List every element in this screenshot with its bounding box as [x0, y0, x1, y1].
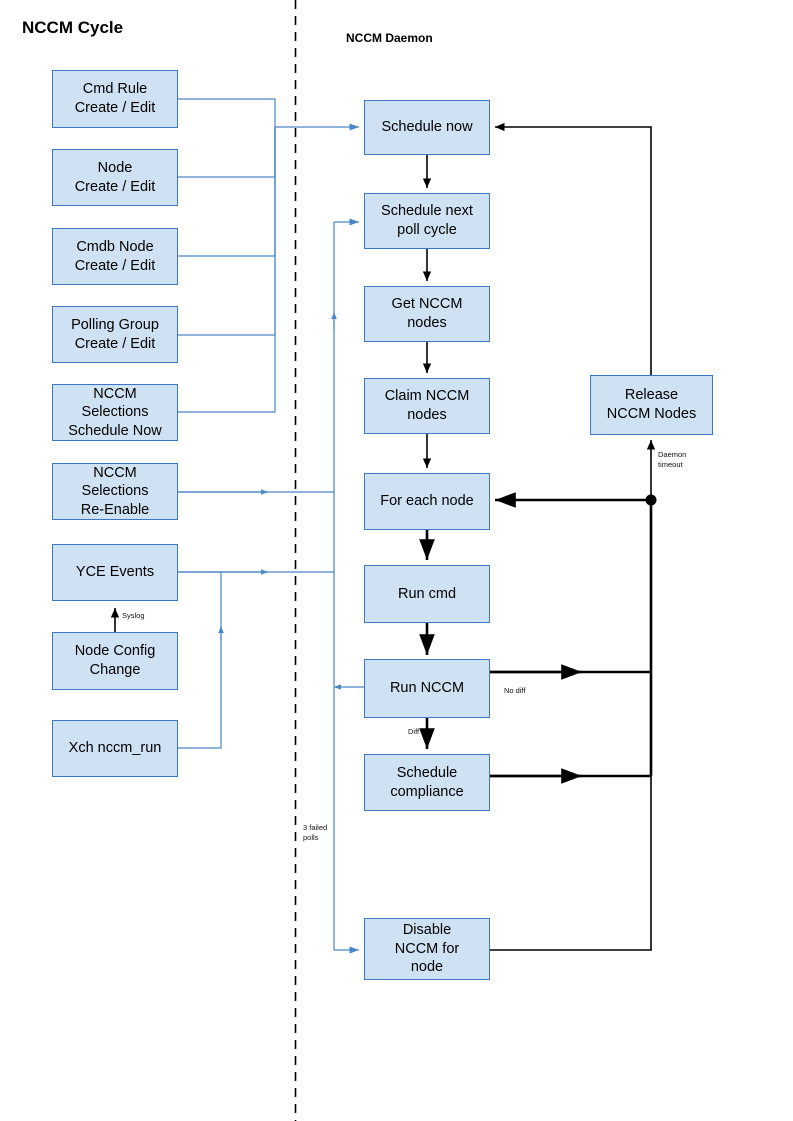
page-title-left: NCCM Cycle	[22, 18, 124, 37]
node-label: Schedule now	[381, 119, 473, 136]
page-title-right: NCCM Daemon	[346, 31, 433, 45]
node-label: YCE Events	[75, 564, 155, 581]
node-label: For each node	[380, 493, 474, 510]
node-schedule-now[interactable]: Schedule now	[364, 100, 490, 155]
edge-daemon-feedback-bus	[331, 218, 364, 954]
node-label: Run NCCM	[389, 680, 465, 697]
edge-creators-to-schedule-now	[178, 98, 359, 413]
node-xch-nccm-run[interactable]: Xch nccm_run	[52, 720, 178, 777]
edge-disable-to-right-riser	[490, 776, 652, 951]
node-run-nccm[interactable]: Run NCCM	[364, 659, 490, 718]
edge-xch-to-yce-bus	[178, 572, 224, 749]
node-label: Xch nccm_run	[68, 740, 162, 757]
node-run-cmd[interactable]: Run cmd	[364, 565, 490, 623]
edge-label-syslog: Syslog	[122, 611, 145, 620]
edge-release-to-schedule-now	[495, 122, 652, 375]
node-label: Run cmd	[397, 585, 457, 602]
node-for-each-node[interactable]: For each node	[364, 473, 490, 530]
node-yce-events[interactable]: YCE Events	[52, 544, 178, 601]
edge-label-no-diff: No diff	[504, 686, 526, 695]
edge-label-diff: Diff	[408, 727, 420, 736]
